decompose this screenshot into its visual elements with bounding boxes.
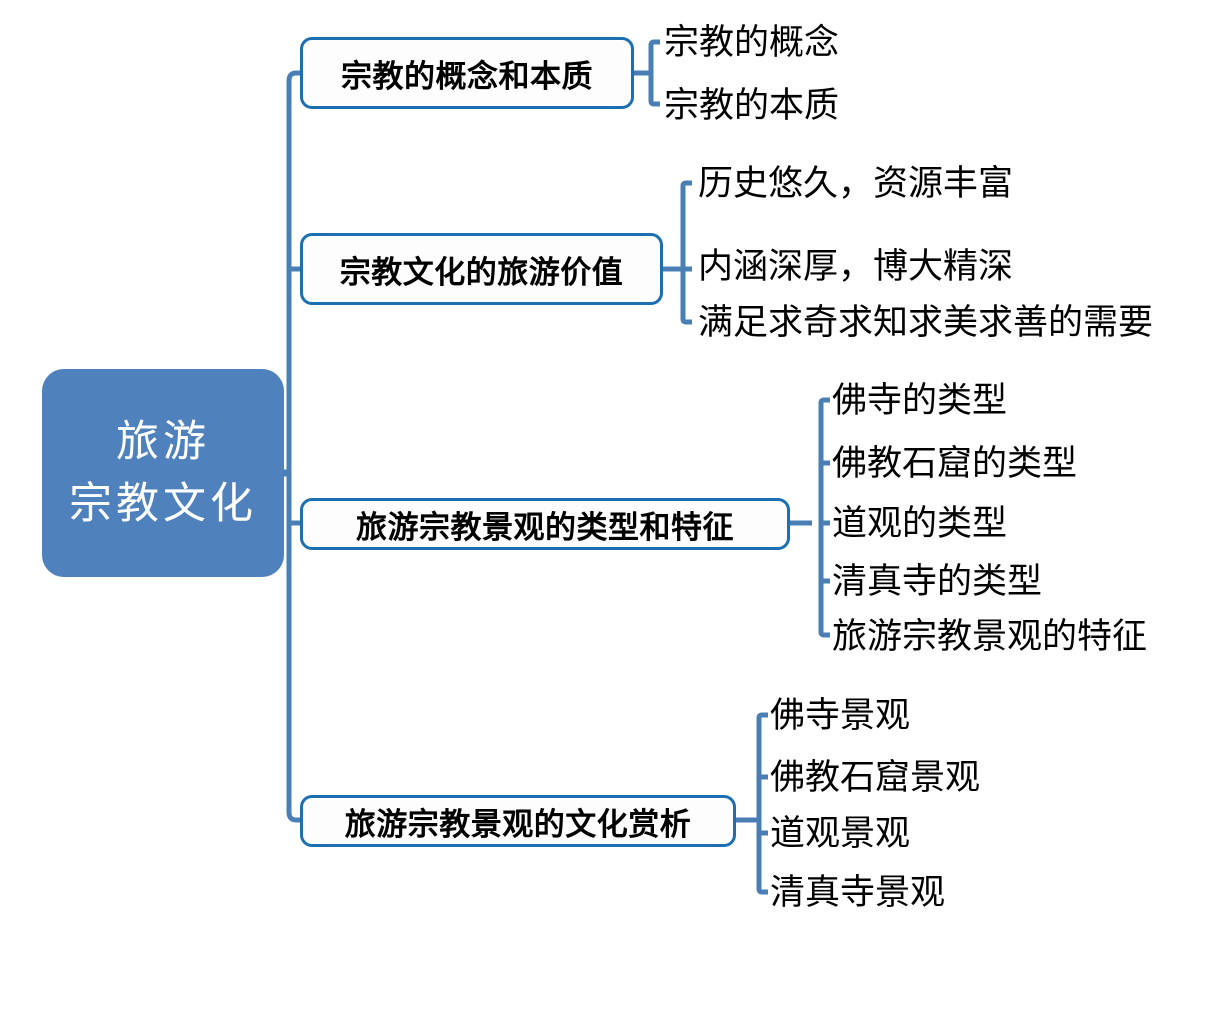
root-node[interactable]: 旅游 宗教文化	[42, 369, 284, 577]
leaf-item[interactable]: 清真寺的类型	[832, 562, 1043, 601]
leaf-item[interactable]: 佛寺景观	[770, 696, 911, 735]
leaf-item[interactable]: 旅游宗教景观的特征	[832, 617, 1148, 656]
branch-label-2: 宗教文化的旅游价值	[339, 254, 624, 290]
leaf-item[interactable]: 佛教石窟的类型	[832, 444, 1078, 483]
branch-node-4[interactable]: 旅游宗教景观的文化赏析	[300, 795, 736, 847]
leaf-item[interactable]: 佛教石窟景观	[770, 758, 981, 797]
branch-label-3: 旅游宗教景观的类型和特征	[356, 509, 734, 545]
leaf-item[interactable]: 道观景观	[770, 814, 911, 853]
root-label-line2: 宗教文化	[69, 480, 257, 528]
leaf-item[interactable]: 满足求奇求知求美求善的需要	[698, 303, 1154, 342]
leaf-item[interactable]: 宗教的概念	[664, 23, 840, 62]
leaf-item[interactable]: 佛寺的类型	[832, 381, 1008, 420]
leaf-item[interactable]: 清真寺景观	[770, 873, 946, 912]
leaf-item[interactable]: 道观的类型	[832, 504, 1008, 543]
branch-node-2[interactable]: 宗教文化的旅游价值	[300, 233, 663, 305]
branch-node-3[interactable]: 旅游宗教景观的类型和特征	[300, 498, 790, 550]
branch-label-1: 宗教的概念和本质	[341, 58, 593, 94]
leaf-item[interactable]: 宗教的本质	[664, 86, 840, 125]
branch-label-4: 旅游宗教景观的文化赏析	[344, 806, 692, 842]
leaf-item[interactable]: 历史悠久，资源丰富	[698, 164, 1014, 203]
leaf-item[interactable]: 内涵深厚，博大精深	[698, 247, 1014, 286]
branch-node-1[interactable]: 宗教的概念和本质	[300, 37, 634, 109]
root-label-line1: 旅游	[116, 417, 210, 466]
